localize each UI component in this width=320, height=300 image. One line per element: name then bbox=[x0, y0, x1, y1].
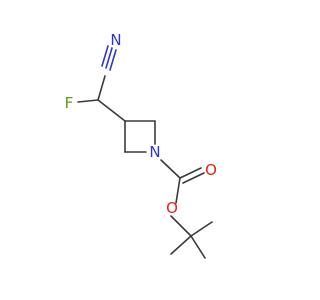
bond-triple-cn-1 bbox=[105, 47, 113, 69]
bond-tbu-methyl-2 bbox=[190, 235, 206, 259]
bond-tbu-methyl-1 bbox=[190, 221, 213, 237]
atom-fluorine: F bbox=[65, 94, 74, 112]
molecule-structure: N F N O O bbox=[65, 31, 217, 259]
bond-chf-c3 bbox=[97, 99, 126, 122]
bond-double-co-1 bbox=[179, 167, 202, 179]
bond-chf-f bbox=[77, 99, 99, 103]
atom-azetidine-n: N bbox=[149, 143, 160, 161]
atom-nitrile-n: N bbox=[110, 31, 121, 49]
atom-carbonyl-o: O bbox=[205, 161, 217, 179]
bond-chf-cnitrile bbox=[97, 75, 106, 101]
bond-n-ccarbonyl bbox=[160, 159, 181, 179]
bond-triple-cn-2 bbox=[109, 49, 117, 71]
bond-oester-ctbu bbox=[170, 215, 192, 237]
bond-triple-cn-3 bbox=[101, 45, 109, 67]
bond-c-oester bbox=[175, 177, 181, 204]
bond-tbu-methyl-3 bbox=[170, 235, 192, 255]
bond-double-co-2 bbox=[182, 172, 205, 184]
atom-ester-o: O bbox=[166, 199, 178, 217]
